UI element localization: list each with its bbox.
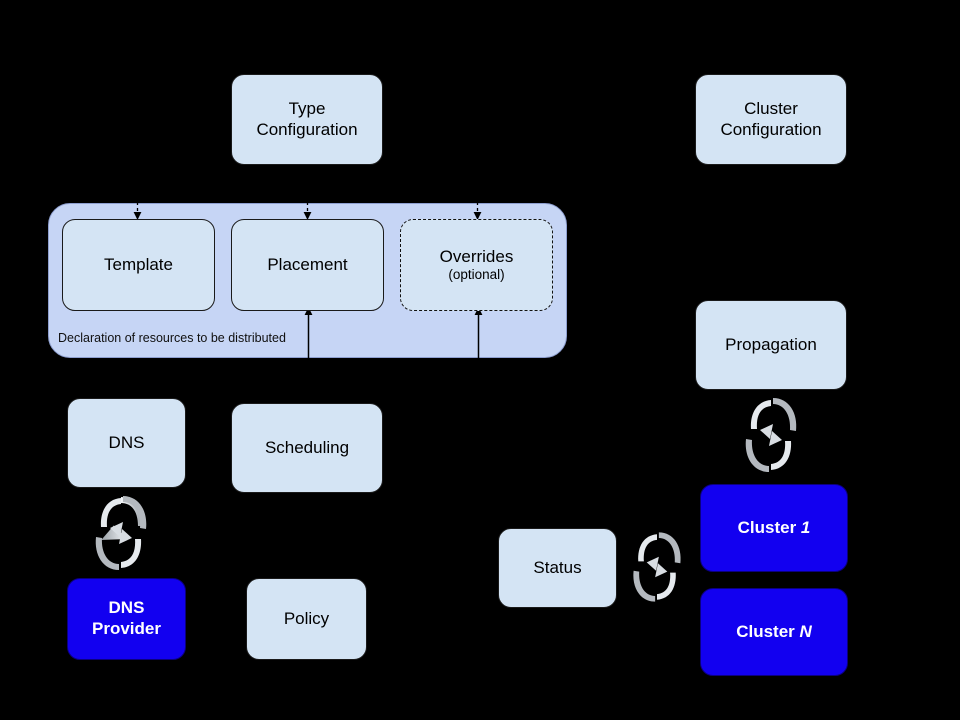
node-scheduling-label: Scheduling <box>264 437 350 457</box>
node-policy[interactable]: Policy <box>246 578 367 660</box>
connector-policy-to-overrides <box>471 303 487 369</box>
node-cluster-n-label: Cluster N <box>736 622 812 643</box>
cluster-configuration-line1: Cluster <box>744 98 798 118</box>
node-status-label: Status <box>533 557 582 577</box>
sync-arrows-icon-propagation <box>740 394 802 476</box>
cluster-n-prefix: Cluster <box>736 621 800 641</box>
node-type-configuration-label: Type Configuration <box>256 99 357 140</box>
node-cluster-configuration-label: Cluster Configuration <box>720 99 821 140</box>
node-dns-label: DNS <box>108 432 145 452</box>
sync-arrows-icon-dns <box>90 492 152 574</box>
node-dns-provider-label: DNS Provider <box>92 598 161 639</box>
node-scheduling[interactable]: Scheduling <box>231 403 383 493</box>
type-configuration-line1: Type <box>288 98 326 118</box>
cluster-n-suffix: N <box>799 621 812 641</box>
sync-arrows-icon-status <box>628 528 686 606</box>
node-placement[interactable]: Placement <box>231 219 384 311</box>
cluster-1-suffix: 1 <box>800 517 811 537</box>
dns-provider-line2: Provider <box>92 619 161 638</box>
node-cluster-1-label: Cluster 1 <box>738 518 811 539</box>
node-placement-label: Placement <box>267 254 348 274</box>
overrides-sublabel: (optional) <box>448 267 505 283</box>
dns-provider-line1: DNS <box>108 598 145 618</box>
node-type-configuration[interactable]: Type Configuration <box>231 74 383 165</box>
node-propagation[interactable]: Propagation <box>695 300 847 390</box>
node-dns-provider[interactable]: DNS Provider <box>67 578 186 660</box>
connector-type-config-to-overrides <box>470 196 486 226</box>
overrides-title: Overrides <box>439 246 514 266</box>
type-configuration-line2: Configuration <box>256 119 358 139</box>
node-cluster-n[interactable]: Cluster N <box>700 588 848 676</box>
node-overrides[interactable]: Overrides (optional) <box>400 219 553 311</box>
node-policy-label: Policy <box>283 608 330 628</box>
connector-type-config-to-placement <box>300 196 316 226</box>
node-cluster-configuration[interactable]: Cluster Configuration <box>695 74 847 165</box>
node-cluster-1[interactable]: Cluster 1 <box>700 484 848 572</box>
node-template-label: Template <box>104 254 173 274</box>
connector-type-config-to-template <box>130 196 146 226</box>
connector-scheduling-to-placement <box>301 303 317 369</box>
node-dns[interactable]: DNS <box>67 398 186 488</box>
node-overrides-label: Overrides (optional) <box>440 247 514 284</box>
group-caption: Declaration of resources to be distribut… <box>58 331 286 345</box>
cluster-configuration-line2: Configuration <box>720 119 822 139</box>
node-propagation-label: Propagation <box>725 334 817 354</box>
node-status[interactable]: Status <box>498 528 617 608</box>
node-template[interactable]: Template <box>62 219 215 311</box>
cluster-1-prefix: Cluster <box>737 517 801 537</box>
